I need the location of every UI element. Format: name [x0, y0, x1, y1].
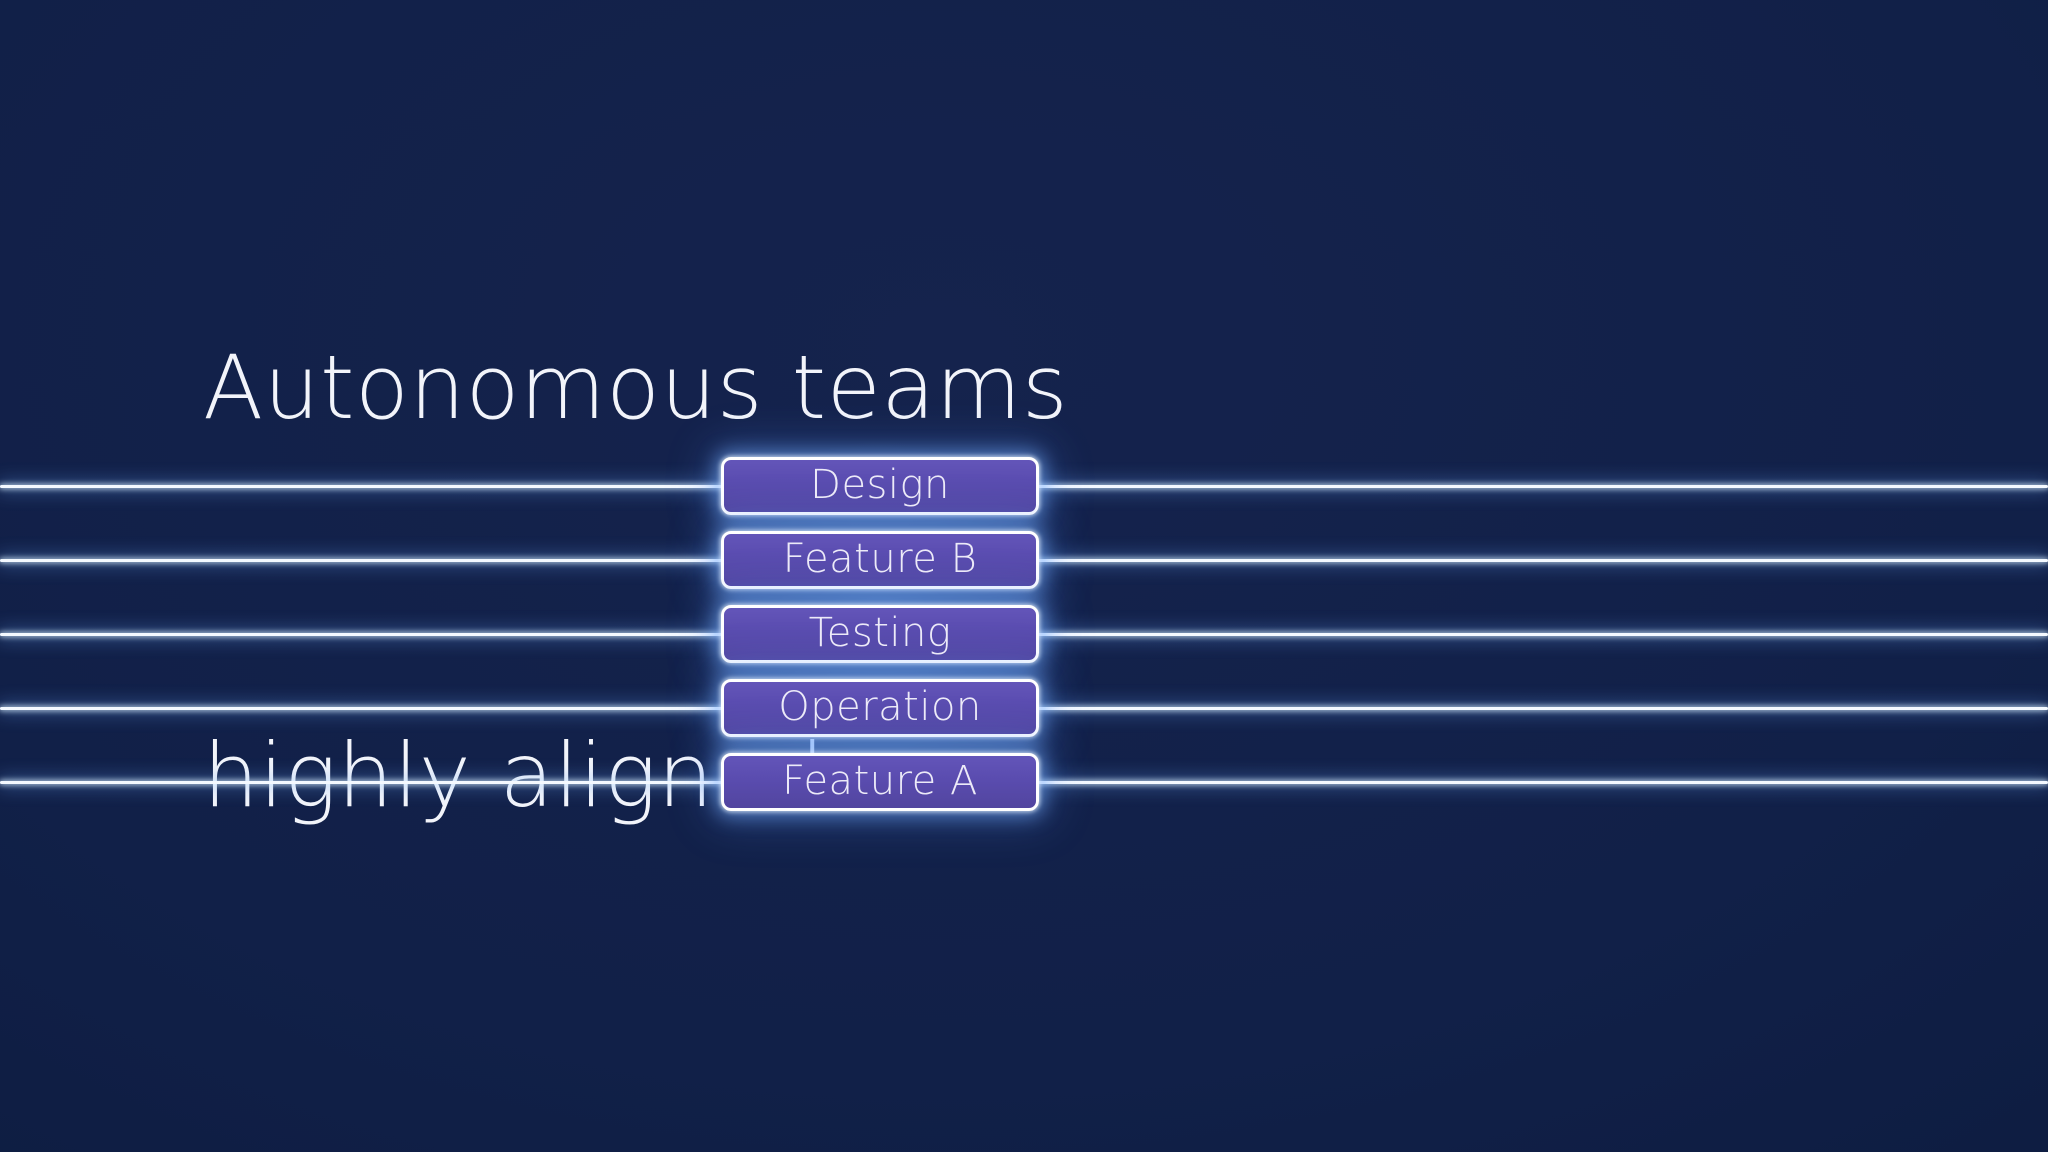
- team-box-testing: Testing: [721, 605, 1039, 663]
- team-box-label: Feature B: [782, 536, 978, 582]
- team-box-feature-b: Feature B: [721, 531, 1039, 589]
- team-stack: Design Feature B Testing Operation Featu…: [721, 457, 1039, 811]
- title-line-1: Autonomous teams: [203, 335, 1069, 439]
- team-box-design: Design: [721, 457, 1039, 515]
- team-box-feature-a: Feature A: [721, 753, 1039, 811]
- team-box-label: Design: [810, 462, 950, 508]
- team-box-label: Feature A: [782, 758, 978, 804]
- team-box-operation: Operation: [721, 679, 1039, 737]
- team-box-label: Operation: [778, 684, 982, 730]
- slide-title: Autonomous teams highly aligned: [203, 64, 1068, 1099]
- team-box-label: Testing: [808, 610, 952, 656]
